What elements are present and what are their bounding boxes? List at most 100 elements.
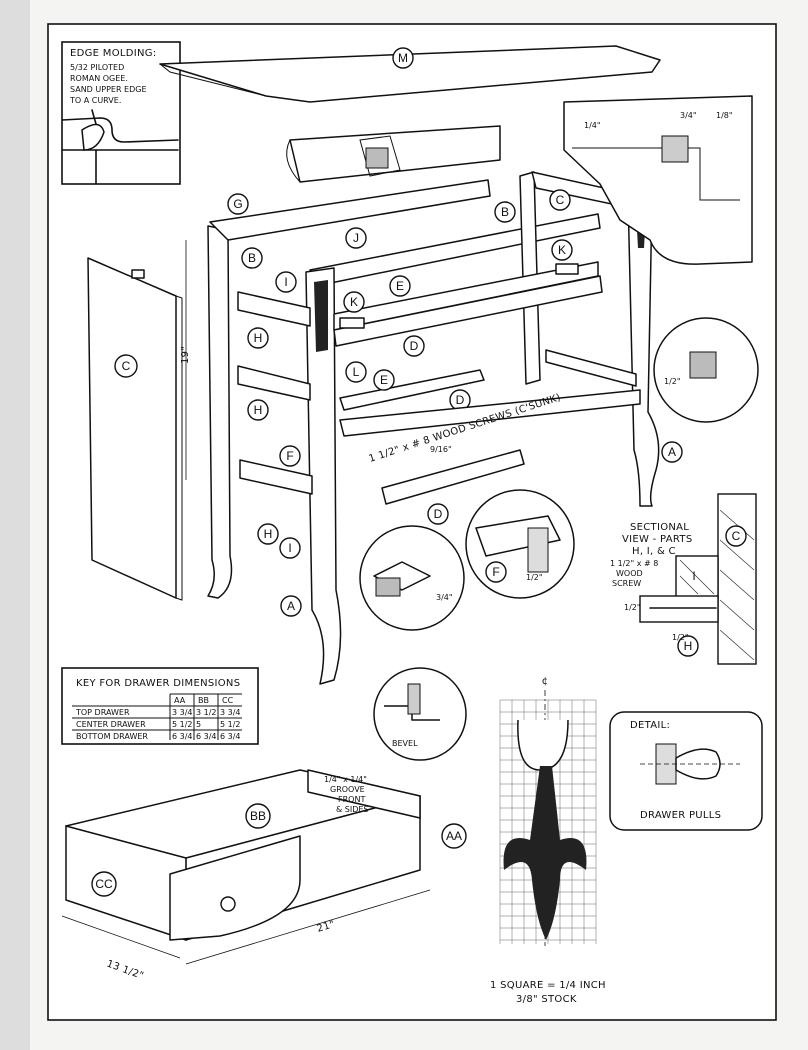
pattern-leaf-carving xyxy=(503,766,587,940)
drawer-label-aa: AA xyxy=(446,829,462,843)
mortise-shading xyxy=(661,135,689,163)
part-bubble-h-mid xyxy=(247,399,269,421)
edge-molding-line-4: TO A CURVE. xyxy=(69,96,121,105)
part-label-k-left: K xyxy=(350,295,358,309)
section-label-i: I xyxy=(692,569,695,583)
part-label-d-lower: D xyxy=(434,507,443,521)
bevel-detail: BEVEL xyxy=(373,667,467,761)
lower-left-circle-detail: 3/4" xyxy=(359,525,465,631)
part-label-e-upper: E xyxy=(396,279,404,293)
part-bubble-g xyxy=(227,193,249,215)
pattern-stock-note: 3/8" STOCK xyxy=(516,994,577,1005)
drawer-key-row-center: CENTER DRAWER xyxy=(76,720,146,729)
edge-molding-title: EDGE MOLDING: xyxy=(70,48,156,59)
drawer-key-cell: 5 1/2 xyxy=(172,720,193,729)
rail-joint-detail xyxy=(286,125,501,183)
back-rail-g xyxy=(209,179,491,241)
upper-right-joint-detail: 1/4" 3/4" 1/8" xyxy=(563,95,753,265)
part-label-d-upper: D xyxy=(410,339,419,353)
drawer-front xyxy=(169,835,301,941)
drawer-knob xyxy=(220,896,236,912)
drawer-key-cell: 3 3/4 xyxy=(172,708,193,717)
part-label-d-mid: D xyxy=(456,393,465,407)
drawer-key-col-aa: AA xyxy=(174,696,186,705)
drawer-key-col-cc: CC xyxy=(222,696,234,705)
mortise-dim: 1/2" xyxy=(526,573,543,582)
side-panel-c: C 19" xyxy=(87,240,191,601)
part-label-i-lower: I xyxy=(288,541,291,555)
part-bubble-m xyxy=(392,47,414,69)
drawer-key-title: KEY FOR DRAWER DIMENSIONS xyxy=(76,678,240,689)
sectional-dim-half: 1/2" xyxy=(624,603,641,612)
runner-k-right xyxy=(555,263,579,275)
drawer-key-cell: 5 xyxy=(196,720,201,729)
edge-molding-line-2: ROMAN OGEE. xyxy=(70,74,128,83)
rail-d-upper xyxy=(333,275,603,347)
part-label-e-lower: E xyxy=(380,373,388,387)
pattern-centerline: ¢ xyxy=(542,676,549,687)
part-label-c-top: C xyxy=(556,193,565,207)
detail-dim-three-quarter: 3/4" xyxy=(680,111,697,120)
part-label-a-left: A xyxy=(287,599,295,613)
side-height-label: 19" xyxy=(180,346,191,364)
drawer-key-cell: 6 3/4 xyxy=(172,732,193,741)
part-label-m: M xyxy=(398,51,408,65)
side-cleat-right xyxy=(545,349,637,387)
nine-sixteenths-label: 9/16" xyxy=(430,445,452,454)
sectional-title-2: VIEW - PARTS xyxy=(622,534,692,545)
drawer-key-table: KEY FOR DRAWER DIMENSIONS AA BB CC TOP D… xyxy=(61,667,259,745)
drawer-key-cell: 6 3/4 xyxy=(196,732,217,741)
part-bubble-e-upper xyxy=(389,275,411,297)
sectional-screw-3: SCREW xyxy=(612,579,641,588)
part-bubble-l xyxy=(345,361,367,383)
part-bubble-c xyxy=(114,354,138,378)
drawer-pull-detail: DETAIL: DRAWER PULLS xyxy=(609,711,763,831)
left-cleats: I H H F H I xyxy=(237,271,313,559)
sectional-view: C I H SECTIONAL VIEW - PARTS H, I, & C 1… xyxy=(610,493,757,665)
part-bubble-a-right xyxy=(661,441,683,463)
part-label-h-lower: H xyxy=(264,527,273,541)
sectional-screw-2: WOOD xyxy=(616,569,643,578)
part-bubble-f-circle xyxy=(485,561,507,583)
part-bubble-k-right xyxy=(551,239,573,261)
drawer-bubble-aa xyxy=(441,823,467,849)
groove-note-2: GROOVE xyxy=(330,785,365,794)
part-bubble-e-lower xyxy=(373,369,395,391)
drawer-length-dim xyxy=(185,889,431,965)
back-leg-left xyxy=(207,225,233,599)
section-bubble-c xyxy=(725,525,747,547)
part-bubble-c-top xyxy=(549,189,571,211)
part-bubble-f xyxy=(279,445,301,467)
sectional-title-1: SECTIONAL xyxy=(630,522,689,533)
part-label-b-left: B xyxy=(248,251,256,265)
cleat-upper xyxy=(237,291,311,327)
drawer-key-col-bb: BB xyxy=(198,696,209,705)
section-c-block xyxy=(717,493,757,665)
part-label-b-right: B xyxy=(501,205,509,219)
router-bit xyxy=(81,123,105,151)
drawer-label-bb: BB xyxy=(250,809,266,823)
detail-dim-eighth: 1/8" xyxy=(716,111,733,120)
drawer-key-cell: 6 3/4 xyxy=(220,732,241,741)
part-bubble-b-left xyxy=(241,247,263,269)
drawer-length-label: 21" xyxy=(316,919,337,935)
part-label-f-circle: F xyxy=(492,565,499,579)
stretchers: E D K K L E D D 1 1/2" x # 8 WOOD SCREWS… xyxy=(333,239,641,525)
circle-detail-dim: 1/2" xyxy=(664,377,681,386)
guide-e-lower xyxy=(339,369,485,411)
part-label-i-upper: I xyxy=(284,275,287,289)
tenon-dim: 3/4" xyxy=(436,593,453,602)
cleat-lower xyxy=(239,459,313,495)
lower-mid-circle-detail: F 1/2" xyxy=(465,489,575,599)
tenon-shading xyxy=(375,577,401,597)
detail-title: DETAIL: xyxy=(630,720,670,731)
edge-molding-line-3: SAND UPPER EDGE xyxy=(70,85,147,94)
part-label-c: C xyxy=(122,359,131,373)
bevel-label: BEVEL xyxy=(392,739,418,748)
detail-caption: DRAWER PULLS xyxy=(640,810,721,821)
groove-note-4: & SIDES xyxy=(336,805,369,814)
circle-detail-block xyxy=(689,351,717,379)
joint-shading xyxy=(365,147,389,169)
part-bubble-d-lower xyxy=(427,503,449,525)
part-bubble-d-upper xyxy=(403,335,425,357)
